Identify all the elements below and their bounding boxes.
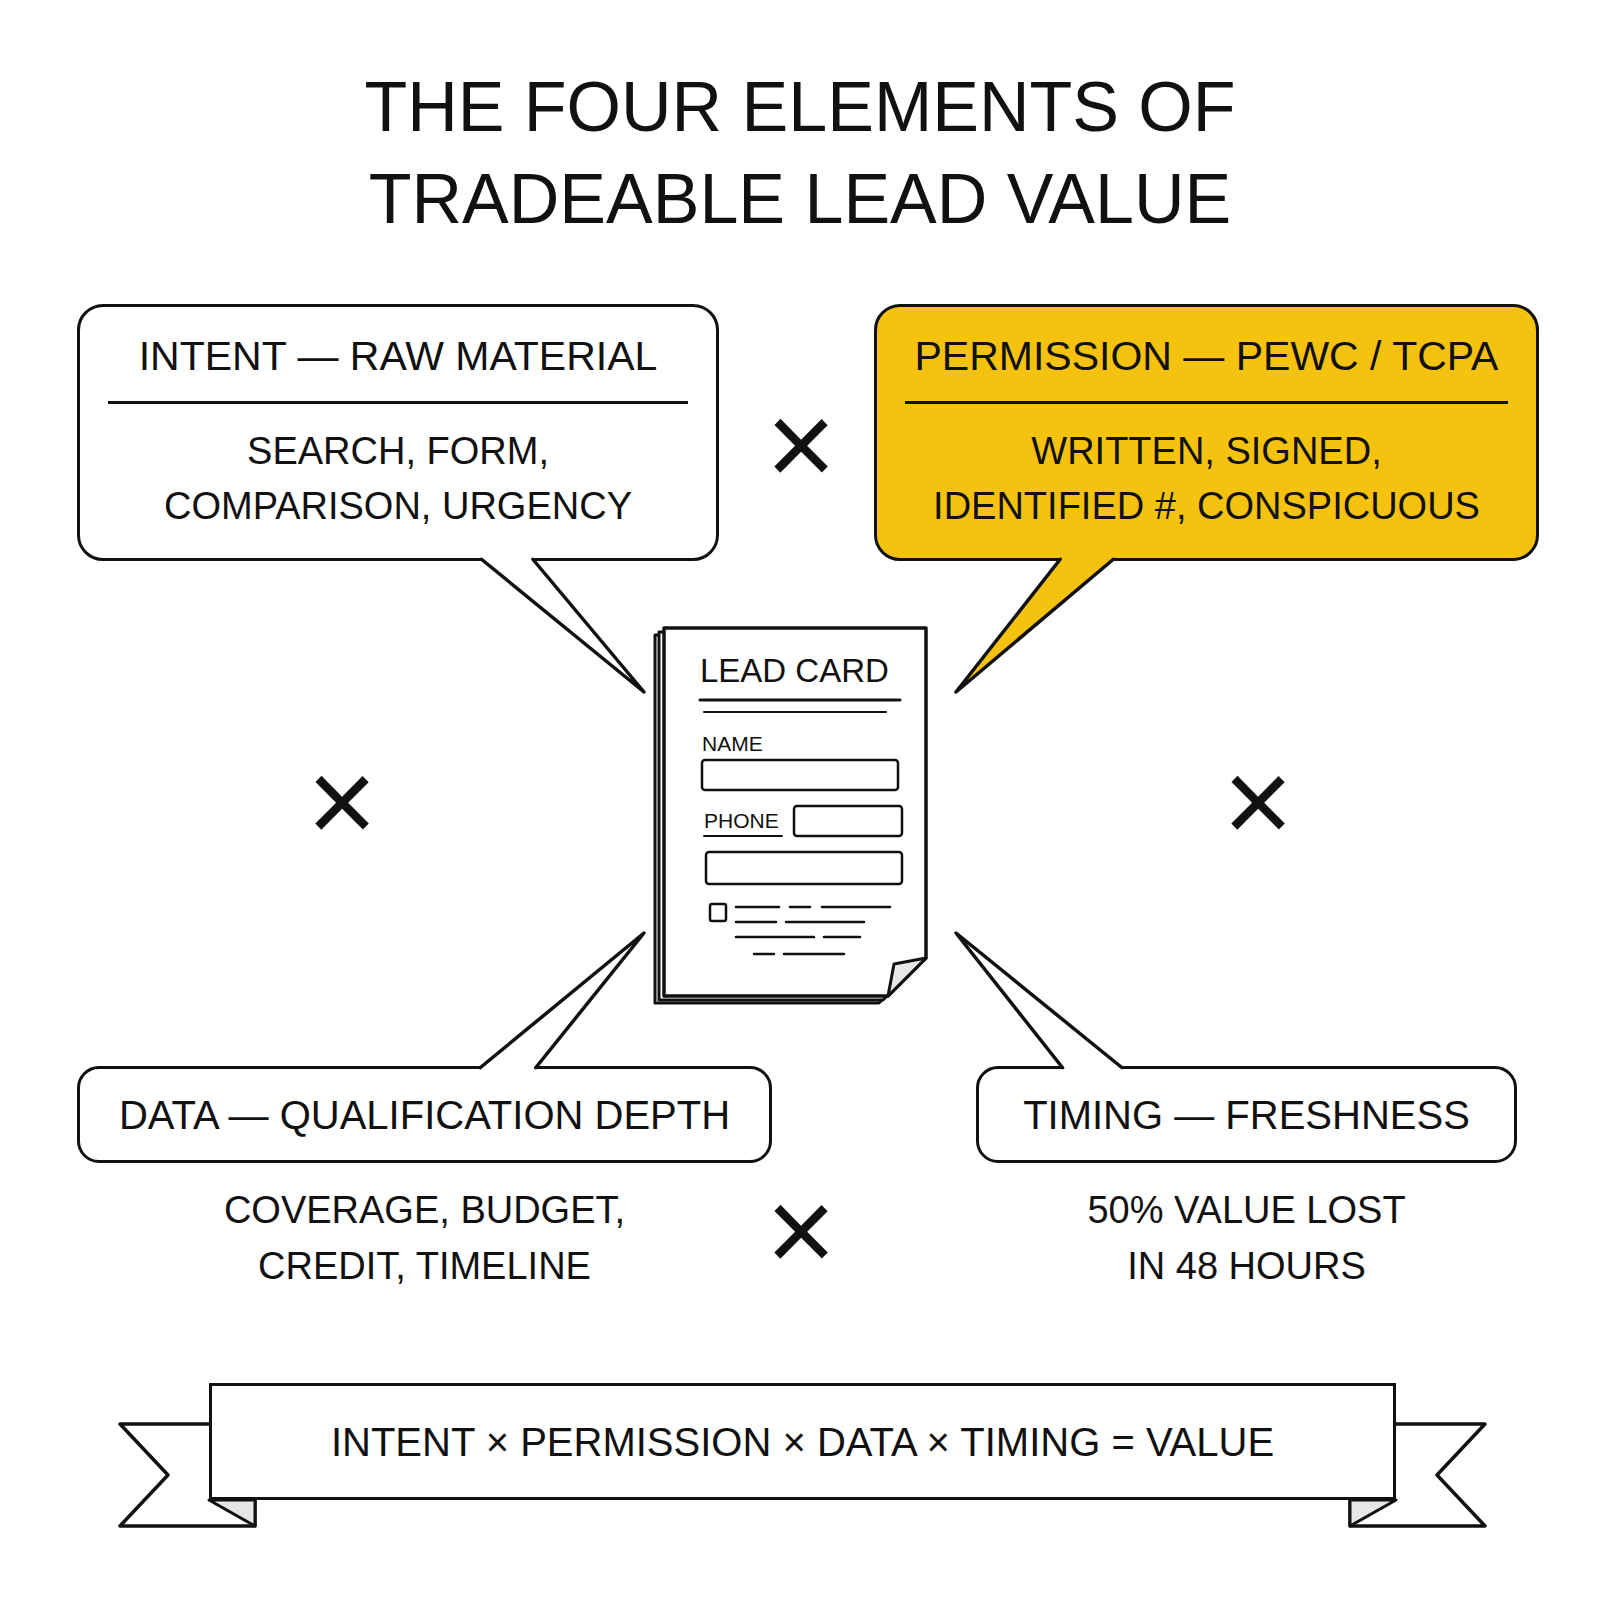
tail-fill (956, 554, 1113, 692)
ribbon-fold (209, 1500, 255, 1526)
sketch-line (736, 921, 776, 924)
multiply-sign: × (766, 384, 836, 504)
box-caption: COVERAGE, BUDGET, CREDIT, TIMELINE (184, 1182, 665, 1294)
label-box: TIMING — FRESHNESS50% VALUE LOST IN 48 H… (976, 1066, 1517, 1163)
formula-text: INTENT × PERMISSION × DATA × TIMING = VA… (331, 1419, 1274, 1465)
callout-body: SEARCH, FORM, COMPARISON, URGENCY (120, 424, 676, 534)
tail-outline (956, 933, 1122, 1068)
sketch-line (704, 711, 886, 713)
callout-tail (956, 554, 1113, 692)
lead-card: LEAD CARD NAME PHONE (664, 628, 926, 996)
input-field (702, 760, 898, 790)
ribbon-fold (1350, 1500, 1396, 1526)
callout-tail (956, 933, 1122, 1073)
input-field (794, 806, 902, 836)
diagram-title: THE FOUR ELEMENTS OF TRADEABLE LEAD VALU… (320, 61, 1280, 245)
callout-box: PERMISSION — PEWC / TCPA WRITTEN, SIGNED,… (874, 304, 1539, 561)
tail-fill (956, 933, 1122, 1073)
sketch-line (736, 906, 779, 909)
multiply-sign: × (307, 741, 377, 861)
callout-heading: INTENT — RAW MATERIAL (108, 333, 688, 404)
formula-banner: INTENT × PERMISSION × DATA × TIMING = VA… (209, 1383, 1396, 1500)
tail-outline (481, 559, 644, 692)
sketch-line (704, 835, 782, 837)
callout-heading: PERMISSION — PEWC / TCPA (905, 333, 1508, 404)
box-heading: DATA — QUALIFICATION DEPTH (119, 1092, 730, 1138)
label-box: DATA — QUALIFICATION DEPTHCOVERAGE, BUDG… (77, 1066, 772, 1163)
callout-tail (481, 554, 644, 692)
card-title: LEAD CARD (700, 652, 889, 690)
input-field (706, 852, 902, 884)
checkbox (710, 904, 726, 921)
sketch-line (754, 953, 774, 956)
field-label: PHONE (704, 809, 779, 833)
sketch-line (790, 906, 810, 909)
sketch-line (784, 953, 844, 956)
callout-body: WRITTEN, SIGNED, IDENTIFIED #, CONSPICUO… (917, 424, 1496, 534)
box-heading: TIMING — FRESHNESS (1023, 1092, 1470, 1138)
tail-outline (480, 933, 644, 1068)
front-sheet (664, 628, 926, 996)
tail-outline (956, 559, 1113, 692)
multiply-sign: × (766, 1170, 836, 1290)
sketch-line (786, 921, 864, 924)
sketch-line (700, 699, 900, 702)
field-label: NAME (702, 732, 763, 756)
multiply-sign: × (1223, 741, 1293, 861)
box-caption: 50% VALUE LOST IN 48 HOURS (1079, 1182, 1414, 1294)
folded-corner (888, 958, 926, 996)
tail-fill (480, 933, 644, 1073)
sketch-line (822, 906, 890, 909)
callout-tail (480, 933, 644, 1073)
sketch-line (736, 936, 814, 939)
callout-box: INTENT — RAW MATERIAL SEARCH, FORM, COMPA… (77, 304, 719, 561)
tail-fill (481, 554, 644, 692)
sketch-line (824, 936, 860, 939)
